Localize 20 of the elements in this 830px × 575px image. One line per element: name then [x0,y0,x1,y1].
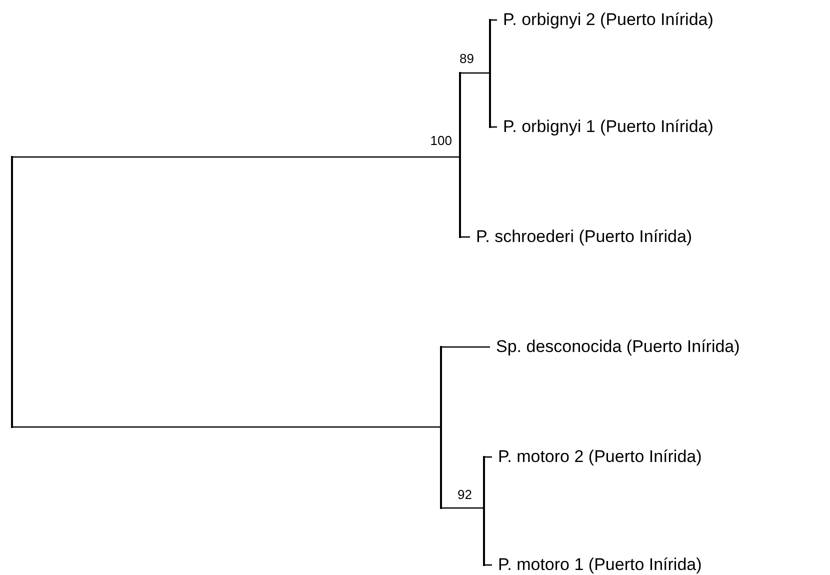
clade-line [11,156,13,428]
clade-line [489,19,491,128]
clade-line [483,456,485,566]
tree-branch [441,507,484,509]
bootstrap-value: 92 [458,487,472,502]
bootstrap-value: 100 [430,133,452,148]
taxon-label: P. orbignyi 2 (Puerto Inírida) [503,10,714,30]
tree-branch [460,236,470,238]
tree-branch [12,156,460,158]
bootstrap-value: 89 [460,51,474,66]
taxon-label: P. motoro 2 (Puerto Inírida) [498,447,702,467]
clade-line [440,346,442,509]
tree-branch [460,72,490,74]
tree-branch [12,426,441,428]
taxon-label: Sp. desconocida (Puerto Inírida) [496,337,740,357]
taxon-label: P. motoro 1 (Puerto Inírida) [498,555,702,575]
clade-line [459,72,461,238]
taxon-label: P. schroederi (Puerto Inírida) [476,227,692,247]
taxon-label: P. orbignyi 1 (Puerto Inírida) [503,117,714,137]
tree-branch [441,346,490,348]
